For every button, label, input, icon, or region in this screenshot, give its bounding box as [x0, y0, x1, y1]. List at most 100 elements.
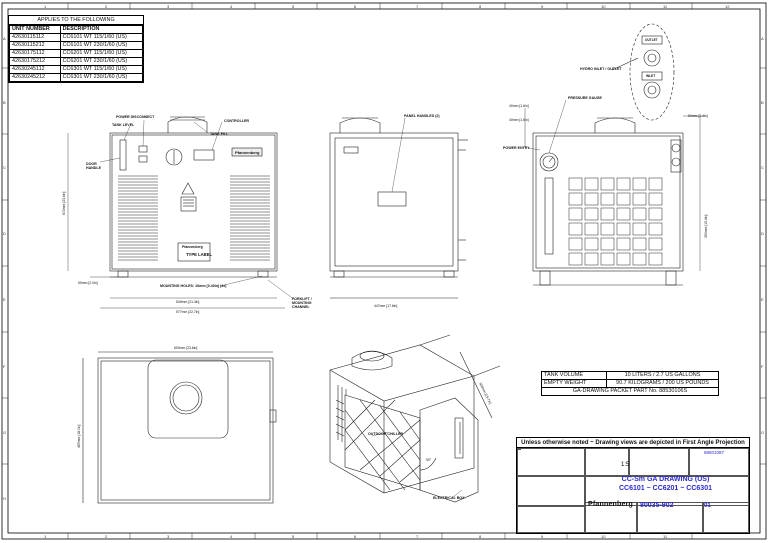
label-controller: CONTROLLER	[224, 119, 249, 123]
dim-rear-2: 40mm [1.6in]	[509, 118, 529, 122]
iso-open-door	[419, 397, 479, 503]
grid-row-g: G	[3, 430, 7, 435]
document-number: 88501087	[704, 450, 725, 455]
type-label-brand: Pfannenberg	[182, 245, 203, 249]
grid-row-g-right: G	[761, 430, 765, 435]
tb-projection-cell	[585, 448, 629, 476]
grid-col-10-bottom: 10	[601, 534, 606, 539]
grid-col-1-bottom: 1	[44, 534, 47, 539]
dim-rear-3: 60mm [2.4in]	[688, 114, 708, 118]
grid-row-d: D	[3, 231, 6, 236]
spec-row-packet: GA-DRAWING PACKET PART No. 88530106S	[542, 388, 718, 395]
label-power-entry: POWER ENTRY	[503, 146, 530, 150]
power-disconnect-knob	[165, 148, 183, 166]
grid-col-1: 1	[44, 4, 47, 9]
front-left-louvers	[118, 175, 158, 261]
grid-col-8: 8	[479, 4, 482, 9]
type-label-plate	[177, 242, 211, 262]
dim-rear-side: 390mm [15.4in]	[704, 214, 708, 238]
side-panel-handle	[377, 191, 407, 207]
label-door-handle: DOOR HANDLE	[86, 162, 101, 170]
tank-volume-label: TANK VOLUME	[542, 372, 607, 379]
empty-weight-label: EMPTY WEIGHT	[542, 380, 607, 387]
grid-row-c-right: C	[761, 165, 764, 170]
grid-row-d-right: D	[761, 231, 764, 236]
grid-col-7: 7	[416, 4, 419, 9]
dim-front-width-1: 540mm [21.3in]	[176, 300, 200, 304]
unit-description: CC6201 WT 115/1/60 (US)	[59, 49, 144, 58]
label-outdoor-chiller: OUTDOOR CHILLER	[368, 432, 403, 436]
dim-side-depth: 447mm [17.6in]	[374, 304, 398, 308]
title-block	[516, 447, 750, 534]
tank-volume-value: 10 LITERS / 2.7 US GALLONS	[624, 372, 701, 378]
tb-notes-cell	[517, 506, 585, 533]
tb-revision-cell	[517, 476, 585, 506]
leader-lines	[99, 99, 567, 499]
grid-row-h: H	[3, 496, 6, 501]
rear-outlet-icon	[671, 143, 681, 153]
sheet-inner-border	[7, 8, 761, 534]
grid-col-4-bottom: 4	[230, 534, 233, 539]
grid-col-7-bottom: 7	[416, 534, 419, 539]
tb-logo-cell	[585, 502, 637, 533]
grid-row-e-right: E	[761, 297, 764, 302]
grid-row-b-right: B	[761, 100, 764, 105]
unit-description: CC6301 WT 115/1/60 (US)	[59, 65, 144, 74]
front-dimensions	[67, 133, 285, 309]
unit-description: CC6301 WT 230/1/60 (US)	[59, 73, 144, 82]
drawing-scale: 1:5	[621, 462, 630, 468]
grid-col-5-bottom: 5	[292, 534, 295, 539]
rear-view-body	[532, 132, 684, 272]
grid-row-f: F	[3, 364, 6, 369]
label-mounting-holes: MOUNTING HOLES: 10mm [0.40in] (4x)	[160, 284, 227, 288]
grid-row-e: E	[3, 297, 6, 302]
unit-number: 42630175112	[9, 49, 61, 58]
tank-level-indicator	[119, 139, 127, 171]
type-label-text: TYPE LABEL	[186, 252, 213, 257]
grid-col-3: 3	[167, 4, 170, 9]
rear-grid	[568, 177, 663, 266]
grid-col-2-bottom: 2	[105, 534, 108, 539]
unit-number: 42630175212	[9, 57, 61, 66]
unit-number: 42630115212	[9, 41, 61, 50]
sheet-number: 01	[704, 503, 711, 509]
grid-row-a: A	[3, 36, 6, 41]
dim-rear-1: 40mm [1.6in]	[509, 104, 529, 108]
rear-dimensions	[524, 108, 705, 271]
spec-row-weight: EMPTY WEIGHT 90.7 KILOGRAMS / 200 US POU…	[542, 380, 718, 388]
detail-inlet-outlet	[611, 23, 675, 121]
unit-number: 42630245212	[9, 73, 61, 82]
unit-description: CC6101 WT 115/1/60 (US)	[59, 33, 144, 42]
dim-height: 600mm [23.6in]	[62, 191, 66, 215]
dim-angle: 90°	[426, 458, 432, 462]
top-fill-cap	[169, 381, 203, 415]
title-line-2: CC6101 ~ CC6201 ~ CC6301	[618, 485, 712, 492]
grid-col-2: 2	[105, 4, 108, 9]
tb-sheet-cell	[703, 502, 749, 533]
grid-col-3-bottom: 3	[167, 534, 170, 539]
col-description: DESCRIPTION	[59, 25, 144, 34]
grid-row-c: C	[3, 165, 6, 170]
label-outlet: OUTLET	[645, 38, 658, 42]
empty-weight-value: 90.7 KILOGRAMS / 200 US POUNDS	[616, 380, 709, 386]
title-block-title: CC-Sm GA DRAWING (US) CC6101 ~ CC6201 ~ …	[584, 475, 747, 500]
grid-ticks	[2, 3, 766, 539]
grid-col-9-bottom: 9	[541, 534, 544, 539]
grid-col-6: 6	[354, 4, 357, 9]
side-view	[329, 117, 468, 299]
front-right-louvers	[230, 175, 270, 261]
label-panel-handles: PANEL HANDLES (2)	[404, 114, 440, 118]
grid-col-10: 10	[601, 4, 606, 9]
tb-dwg-cell	[637, 502, 703, 533]
dim-top-width: 600mm [23.6in]	[174, 346, 198, 350]
grid-col-5: 5	[292, 4, 295, 9]
front-view-body	[109, 132, 278, 272]
label-forklift: FORKLIFT / MOUNTING CHANNEL	[292, 297, 312, 309]
spec-row-tank: TANK VOLUME 10 LITERS / 2.7 US GALLONS	[542, 372, 718, 380]
drawing-number: 80035-902	[640, 502, 674, 509]
